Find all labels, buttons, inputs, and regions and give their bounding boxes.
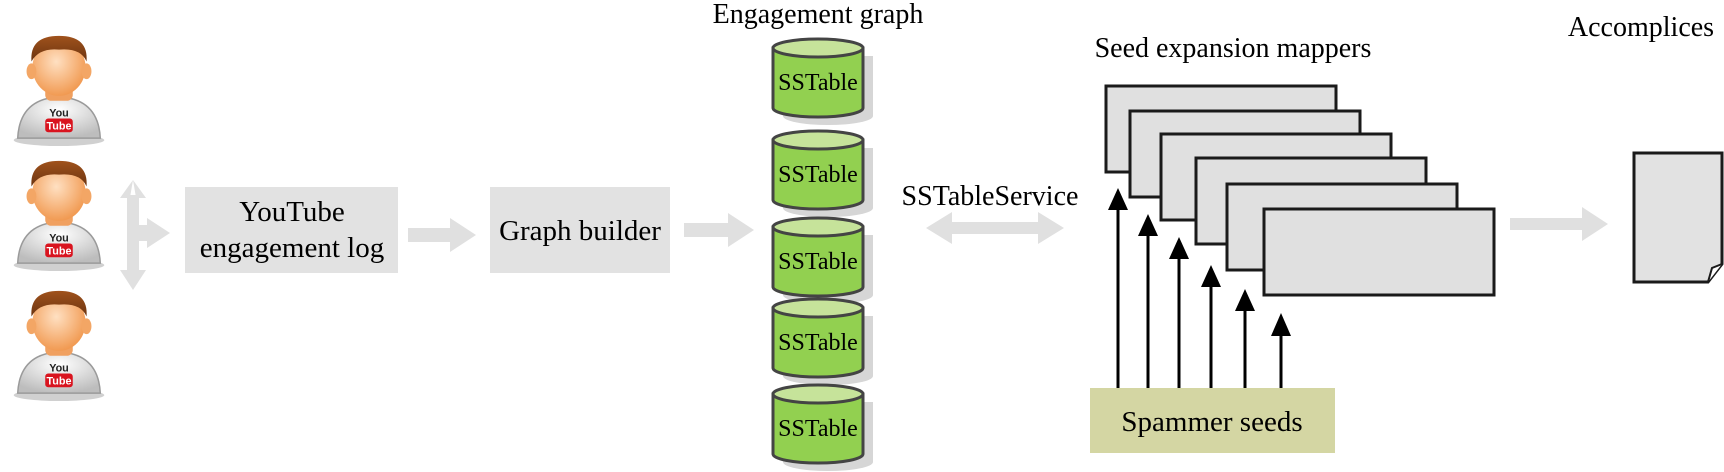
sstable-label: SSTable: [778, 249, 858, 275]
users-to-log-arrow: [120, 180, 170, 290]
sstable-cylinder: SSTable: [771, 297, 873, 385]
seed-expansion-mappers-stack: [1104, 84, 1496, 297]
engagement-log-box: [185, 187, 398, 273]
graph-builder-box: [490, 187, 670, 273]
sstable-service-arrow: [926, 212, 1064, 244]
sstable-service-label: SSTableService: [902, 181, 1079, 212]
sstable-cylinder: SSTable: [771, 383, 873, 471]
log-to-builder-arrow: [408, 218, 476, 252]
spammer-seeds-box: [1090, 388, 1335, 453]
engagement-log-label-line2: engagement log: [200, 232, 384, 264]
graph-builder-label: Graph builder: [499, 215, 661, 247]
sstable-label: SSTable: [778, 162, 858, 188]
sstable-label: SSTable: [778, 70, 858, 96]
sstable-cylinder: SSTable: [771, 37, 873, 125]
sstable-cylinder: SSTable: [771, 216, 873, 304]
mappers-to-accomplices-arrow: [1510, 207, 1608, 241]
sstable-cylinder: SSTable: [771, 129, 873, 217]
youtube-user-icon-1: [13, 35, 105, 147]
accomplices-document-icon: [1632, 151, 1724, 284]
mapper-6: [1262, 207, 1496, 297]
builder-to-graph-arrow: [684, 213, 754, 247]
youtube-user-icon-2: [13, 160, 105, 272]
sstable-label: SSTable: [778, 416, 858, 442]
engagement-graph-title: Engagement graph: [713, 0, 924, 30]
seed-to-mapper-arrows: [1108, 188, 1291, 388]
accomplices-title: Accomplices: [1568, 12, 1714, 43]
sstable-label: SSTable: [778, 330, 858, 356]
spammer-seeds-label: Spammer seeds: [1121, 406, 1302, 438]
engagement-log-label-line1: YouTube: [239, 196, 345, 228]
seed-expansion-mappers-title: Seed expansion mappers: [1095, 33, 1372, 64]
youtube-user-icon-3: [13, 290, 105, 402]
